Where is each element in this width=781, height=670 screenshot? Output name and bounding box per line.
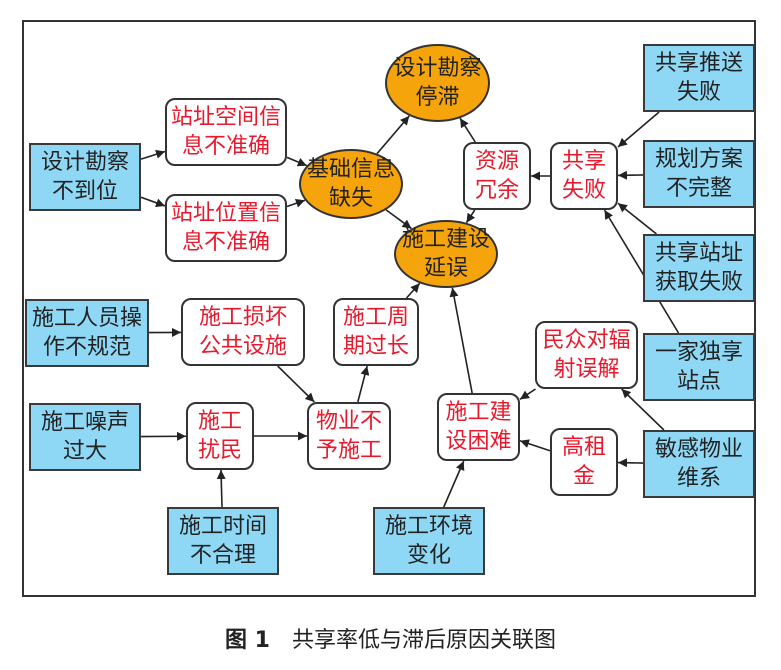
- edge-high-rent-to-construction-difficulty: [519, 439, 551, 452]
- edge-site-space-info-inaccurate-to-basic-info-missing: [286, 156, 308, 167]
- edge-single-operator-site-to-sharing-failure: [603, 209, 680, 334]
- node-sensitive-property-maintenance: 敏感物业 维系: [643, 430, 755, 498]
- node-plan-incomplete: 规划方案 不完整: [643, 140, 755, 208]
- edge-resource-redundancy-to-design-survey-stalled: [459, 117, 476, 143]
- node-high-rent: 高租 金: [550, 428, 618, 496]
- edge-basic-info-missing-to-design-survey-stalled: [376, 115, 410, 155]
- node-construction-environment-change: 施工环境 变化: [373, 507, 485, 575]
- node-resource-redundancy: 资源 冗余: [463, 142, 531, 210]
- node-property-refuses: 物业不 予施工: [307, 402, 391, 470]
- node-construction-disturbs-residents: 施工 扰民: [186, 402, 254, 470]
- caption-label: 图 1: [225, 628, 270, 653]
- node-share-push-failure: 共享推送 失败: [643, 44, 755, 112]
- node-design-survey-stalled: 设计勘察 停滞: [385, 44, 490, 122]
- node-damage-public-facilities: 施工损坏 公共设施: [181, 298, 305, 366]
- figure-caption: 图 1 共享率低与滞后原因关联图: [0, 622, 781, 654]
- edge-construction-environment-change-to-construction-difficulty: [443, 460, 465, 508]
- edge-public-radiation-misunderstanding-to-construction-difficulty: [519, 388, 536, 400]
- node-construction-time-unreasonable: 施工时间 不合理: [167, 507, 279, 575]
- edge-design-survey-insufficient-to-site-location-info-inaccurate: [140, 196, 166, 208]
- node-construction-delay: 施工建设 延误: [394, 220, 498, 288]
- edge-property-refuses-to-construction-period-too-long: [357, 365, 370, 403]
- edge-sensitive-property-maintenance-to-public-radiation-misunderstanding: [621, 388, 665, 431]
- caption-text: 共享率低与滞后原因关联图: [291, 628, 556, 653]
- edge-construction-period-too-long-to-construction-delay: [405, 282, 421, 299]
- edge-damage-public-facilities-to-property-refuses: [277, 365, 315, 403]
- node-single-operator-site: 一家独享 站点: [643, 333, 755, 401]
- node-construction-period-too-long: 施工周 期过长: [333, 298, 419, 366]
- edge-construction-difficulty-to-construction-delay: [449, 287, 473, 394]
- node-shared-site-acquisition-failure: 共享站址 获取失败: [643, 234, 755, 302]
- node-site-space-info-inaccurate: 站址空间信 息不准确: [165, 98, 287, 166]
- node-basic-info-missing: 基础信息 缺失: [299, 149, 403, 219]
- node-worker-irregular-operation: 施工人员操 作不规范: [25, 299, 149, 367]
- edge-resource-redundancy-to-construction-delay: [465, 209, 476, 224]
- node-public-radiation-misunderstanding: 民众对辐 射误解: [535, 321, 638, 389]
- node-sharing-failure: 共享 失败: [550, 142, 618, 210]
- node-construction-noise: 施工噪声 过大: [29, 403, 141, 471]
- edge-shared-site-acquisition-failure-to-sharing-failure: [617, 202, 657, 235]
- edge-share-push-failure-to-sharing-failure: [617, 111, 660, 148]
- node-design-survey-insufficient: 设计勘察 不到位: [29, 143, 141, 211]
- node-construction-difficulty: 施工建 设困难: [437, 393, 520, 461]
- edge-design-survey-insufficient-to-site-space-info-inaccurate: [140, 149, 166, 160]
- edge-site-location-info-inaccurate-to-basic-info-missing: [286, 198, 306, 208]
- node-site-location-info-inaccurate: 站址位置信 息不准确: [165, 194, 287, 262]
- edge-construction-time-unreasonable-to-construction-disturbs-residents: [216, 469, 226, 508]
